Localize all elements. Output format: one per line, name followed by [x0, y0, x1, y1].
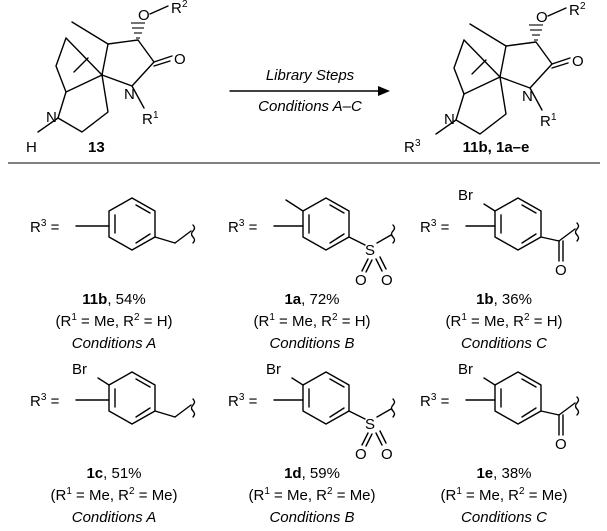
reactant-carbonyl-o: O	[174, 51, 186, 68]
reactant-o-atom: O	[138, 7, 150, 24]
compound-yield: 1a, 72%	[284, 291, 339, 308]
conditions-text: Conditions C	[461, 335, 547, 352]
bromo-label: Br	[72, 361, 87, 378]
product-r3-sup: 3	[415, 138, 421, 149]
compound-yield: 11b, 54%	[82, 291, 145, 308]
product-r1-atom: R	[540, 113, 551, 130]
attachment-bond	[190, 398, 196, 418]
product-structure: O R 2 O N R 1 N R 3 11b, 1a–e	[404, 1, 586, 156]
sulfonyl-o-left: O	[355, 446, 367, 463]
entry-1c: R3 = Br 1c, 51% (R1 = Me, R2 = Me) Condition…	[30, 361, 196, 526]
benzene-ring	[108, 371, 156, 425]
sulfonyl-o-right: O	[381, 446, 393, 463]
reaction-arrow: Library Steps Conditions A–C	[229, 67, 390, 115]
bromo-label: Br	[458, 361, 473, 378]
benzene-ring	[494, 197, 542, 251]
attachment-bond	[190, 224, 196, 244]
r3-label: R3 =	[420, 218, 450, 236]
reactant-r2-atom: R	[171, 0, 182, 17]
reactant-r1-sup: 1	[153, 110, 159, 121]
attachment-bond	[390, 224, 396, 244]
product-r2-sup: 2	[580, 1, 586, 12]
product-amine-n: N	[444, 111, 455, 128]
substituent-values: (R1 = Me, R2 = Me)	[50, 486, 177, 504]
product-r2-atom: R	[569, 2, 580, 19]
product-o-atom: O	[536, 9, 548, 26]
compound-yield: 1b, 36%	[476, 291, 532, 308]
sulfur-atom: S	[365, 416, 375, 433]
carbonyl-o: O	[555, 262, 567, 279]
product-carbonyl-o: O	[572, 53, 584, 70]
sulfonyl-o-right: O	[381, 272, 393, 289]
conditions-text: Conditions A	[72, 335, 157, 352]
product-r3-atom: R	[404, 139, 415, 156]
benzene-ring	[302, 197, 350, 251]
attachment-bond	[574, 222, 580, 242]
reactant-r1-atom: R	[142, 111, 153, 128]
substituent-values: (R1 = Me, R2 = Me)	[248, 486, 375, 504]
r3-label: R3 =	[228, 392, 258, 410]
conditions-text: Conditions A	[72, 509, 157, 526]
compound-yield: 1c, 51%	[86, 465, 141, 482]
entry-1e: R3 = BrO 1e, 38% (R1 = Me, R2 = Me) Conditio…	[420, 361, 580, 526]
bromo-label: Br	[266, 361, 281, 378]
attachment-bond	[574, 396, 580, 416]
r3-label: R3 =	[420, 392, 450, 410]
substituent-values: (R1 = Me, R2 = H)	[253, 312, 370, 330]
reactant-amine-n: N	[46, 109, 57, 126]
substituent-values: (R1 = Me, R2 = H)	[55, 312, 172, 330]
product-r1-sup: 1	[551, 112, 557, 123]
r3-label: R3 =	[30, 218, 60, 236]
benzene-ring	[108, 197, 156, 251]
arrow-top-text: Library Steps	[266, 67, 355, 84]
product-lactam-n: N	[522, 88, 533, 105]
arrow-bottom-text: Conditions A–C	[258, 98, 362, 115]
entry-grid: R3 = 11b, 54% (R1 = Me, R2 = H) Conditions …	[30, 187, 580, 526]
reactant-r2-sup: 2	[182, 0, 188, 10]
carbonyl-o: O	[555, 436, 567, 453]
conditions-text: Conditions B	[269, 509, 354, 526]
bromo-label: Br	[458, 187, 473, 204]
conditions-text: Conditions B	[269, 335, 354, 352]
compound-yield: 1e, 38%	[476, 465, 531, 482]
benzene-ring	[494, 371, 542, 425]
reactant-label: 13	[88, 139, 105, 156]
entry-11b: R3 = 11b, 54% (R1 = Me, R2 = H) Conditions …	[30, 197, 196, 352]
product-label: 11b, 1a–e	[463, 139, 530, 156]
substituent-values: (R1 = Me, R2 = Me)	[440, 486, 567, 504]
r3-label: R3 =	[228, 218, 258, 236]
reactant-amine-h: H	[26, 139, 37, 156]
reactant-structure: O R 2 O N R 1 N H 13	[26, 0, 188, 156]
sulfur-atom: S	[365, 242, 375, 259]
benzene-ring	[302, 371, 350, 425]
attachment-bond	[390, 398, 396, 418]
sulfonyl-o-left: O	[355, 272, 367, 289]
conditions-text: Conditions C	[461, 509, 547, 526]
substituent-values: (R1 = Me, R2 = H)	[445, 312, 562, 330]
reactant-lactam-n: N	[124, 86, 135, 103]
r3-label: R3 =	[30, 392, 60, 410]
compound-yield: 1d, 59%	[284, 465, 340, 482]
entry-1b: R3 = BrO 1b, 36% (R1 = Me, R2 = H) Condition…	[420, 187, 580, 352]
